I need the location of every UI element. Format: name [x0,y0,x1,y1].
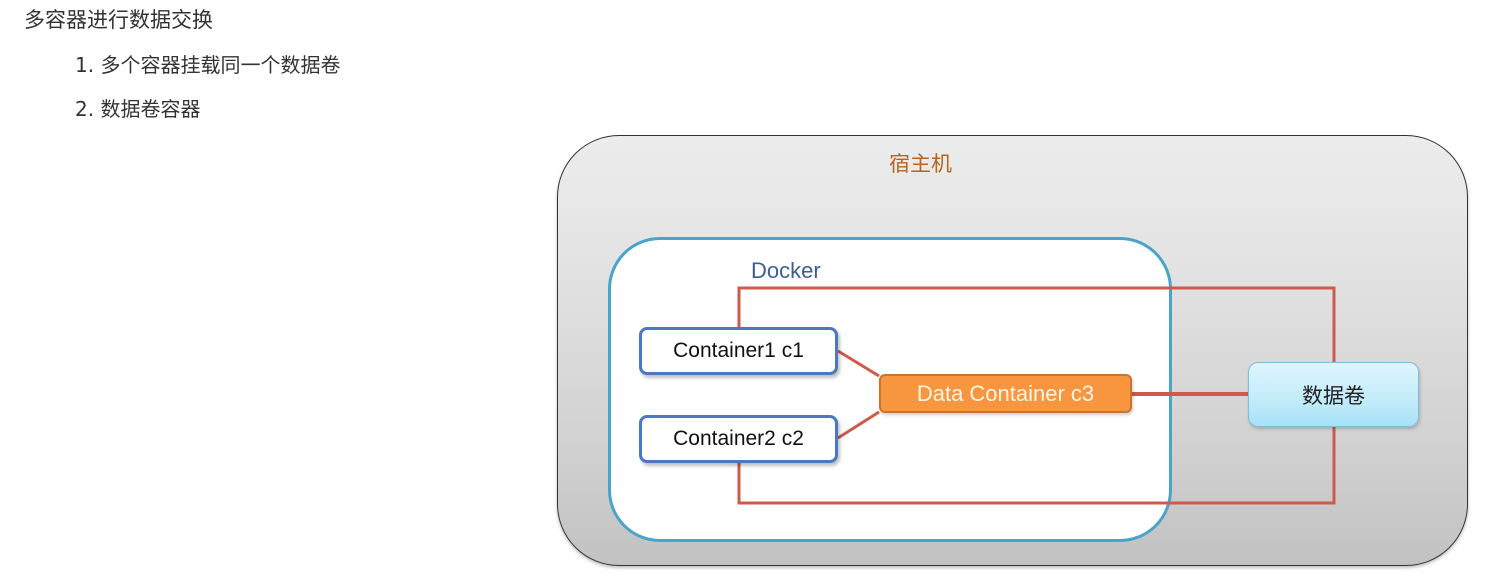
docker-label: Docker [751,258,821,283]
connector-c1-to-volume [737,286,1336,362]
data-container-node: Data Container c3 [879,374,1132,413]
connector-c2-to-volume [737,427,1336,505]
slide-heading: 多容器进行数据交换 [24,8,213,32]
host-machine-label: 宿主机 [889,152,952,176]
connector-c1-to-c3 [837,349,880,378]
list-item-shared-volume: 1. 多个容器挂载同一个数据卷 [75,53,341,77]
data-volume-node: 数据卷 [1248,362,1419,427]
container1-node: Container1 c1 [639,327,838,375]
connector-c2-to-c3 [837,410,880,440]
list-item-volume-container: 2. 数据卷容器 [75,97,201,121]
container2-node: Container2 c2 [639,415,838,463]
